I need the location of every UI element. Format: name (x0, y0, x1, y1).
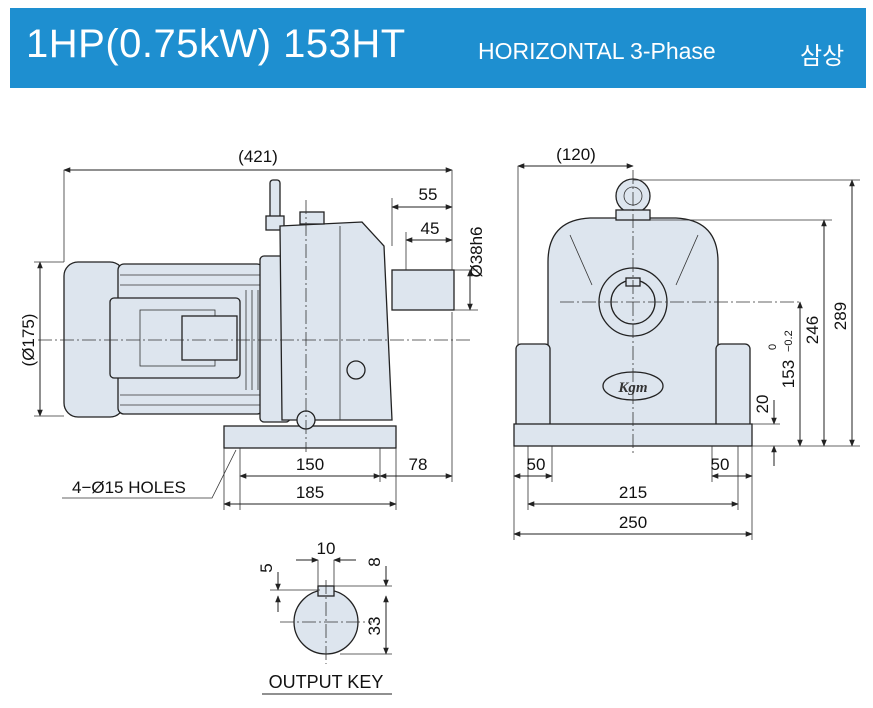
kgm-logo-text: Kgm (617, 380, 647, 396)
page-subtitle: HORIZONTAL 3-Phase (478, 38, 716, 64)
dim-key-8: 8 (365, 557, 384, 566)
lifting-eye (269, 179, 281, 221)
front-view: Kgm (120) 289 246 153 0 −0.2 20 (513, 145, 860, 540)
side-view: (421) 55 45 Ø38h6 (Ø175) 150 78 185 4− (19, 147, 486, 510)
dim-foot-left-50: 50 (527, 455, 546, 474)
dim-base-185: 185 (296, 483, 324, 502)
dim-shaft-55: 55 (419, 185, 438, 204)
dim-base-150: 150 (296, 455, 324, 474)
dim-height-246: 246 (803, 316, 822, 344)
dim-key-33: 33 (365, 617, 384, 636)
dim-overall-length: (421) (238, 147, 278, 166)
dim-width-250: 250 (619, 513, 647, 532)
key-caption: OUTPUT KEY (269, 672, 384, 692)
output-key-detail: 10 5 8 33 OUTPUT KEY (257, 539, 392, 695)
dim-motor-diameter: (Ø175) (19, 314, 38, 367)
dim-shaft-diameter: Ø38h6 (467, 226, 486, 277)
oil-plug (299, 211, 325, 225)
dim-key-5: 5 (257, 563, 276, 572)
output-shaft (391, 269, 455, 311)
title-banner: 1HP(0.75kW) 153HT HORIZONTAL 3-Phase 삼상 (10, 8, 866, 88)
page-title: 1HP(0.75kW) 153HT (26, 22, 406, 66)
gearbox-base (223, 425, 397, 449)
dim-base-78: 78 (409, 455, 428, 474)
dim-foot-right-50: 50 (711, 455, 730, 474)
dim-height-289: 289 (831, 302, 850, 330)
korean-label: 삼상 (800, 42, 845, 70)
dim-shaft-45: 45 (421, 219, 440, 238)
tolerance-upper: 0 (767, 344, 779, 350)
dim-width-120: (120) (556, 145, 596, 164)
dim-height-20: 20 (753, 395, 772, 414)
gearbox-housing (279, 221, 393, 421)
dim-width-215: 215 (619, 483, 647, 502)
dim-height-153: 153 (779, 360, 798, 388)
holes-note: 4−Ø15 HOLES (72, 478, 186, 497)
terminal-cover (181, 315, 238, 361)
dim-key-10: 10 (317, 539, 336, 558)
tolerance-lower: −0.2 (783, 330, 795, 352)
